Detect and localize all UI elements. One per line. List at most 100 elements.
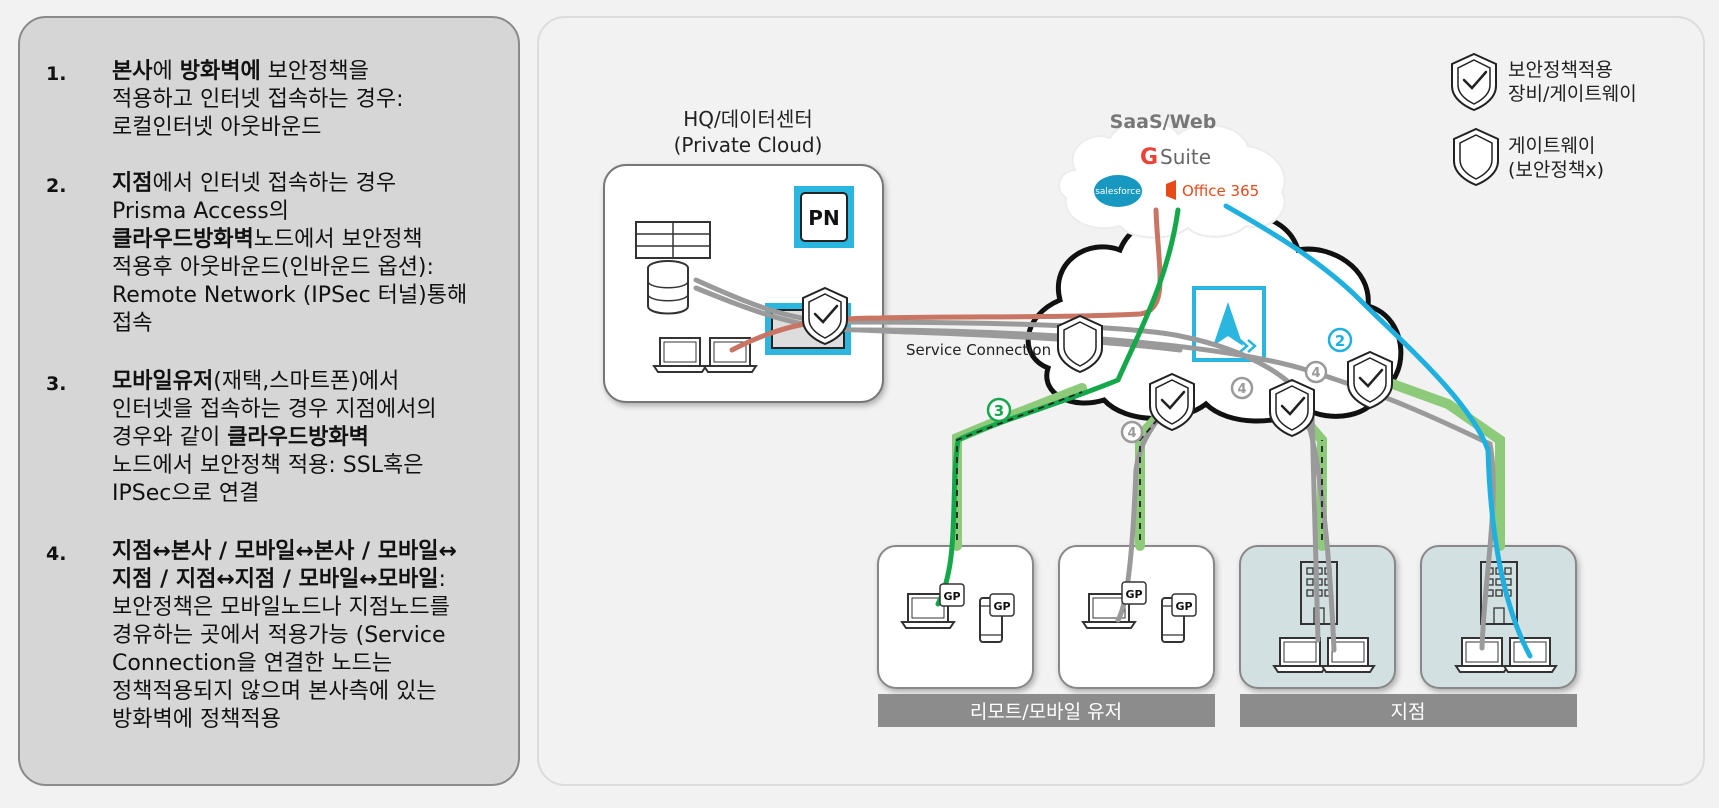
pn-badge: PN [794, 186, 854, 248]
mobile-secure-shield-icon [1149, 373, 1195, 431]
text: 노드에서 보안정책 적용: SSL혹은 [112, 453, 424, 478]
gp-badge: GP [939, 583, 965, 607]
list-line: 접속 [112, 310, 522, 338]
list-line: 방화벽에 정책적용 [112, 706, 522, 734]
list-text: 지점↔본사 / 모바일↔본사 / 모바일↔지점 / 지점↔지점 / 모바일↔모바… [112, 538, 522, 734]
branch-label: 지점 [1391, 701, 1426, 723]
bold-text: 클라우드방화벽 [227, 425, 369, 450]
svg-text:4: 4 [1127, 426, 1136, 441]
list-line: 경유하는 곳에서 적용가능 (Service [112, 622, 522, 650]
gsuite-logo-g: G [1140, 145, 1158, 170]
text: 노드에서 보안정책 [253, 227, 423, 252]
bold-text: 방화벽에 [179, 59, 261, 84]
list-line: Prisma Access의 [112, 198, 522, 226]
marker-4: 4 [1230, 376, 1254, 400]
list-line: 로컬인터넷 아웃바운드 [112, 114, 522, 142]
list-line: Remote Network (IPSec 터널)통해 [112, 282, 522, 310]
text: 에 [152, 59, 180, 84]
list-number: 3. [46, 373, 67, 395]
text: IPSec으로 연결 [112, 481, 260, 506]
list-line: 정책적용되지 않으며 본사측에 있는 [112, 678, 522, 706]
gp-badge: GP [989, 593, 1015, 617]
marker-2: 2 [1327, 327, 1353, 353]
svg-text:4: 4 [1237, 382, 1246, 397]
marker-4: 4 [1120, 420, 1144, 444]
marker-4: 4 [1304, 360, 1328, 384]
checkmarks [813, 304, 1384, 416]
list-line: 노드에서 보안정책 적용: SSL혹은 [112, 452, 522, 480]
list-line: 보안정책은 모바일노드나 지점노드를 [112, 594, 522, 622]
legend-gateway-label: 게이트웨이 [1508, 135, 1595, 157]
svg-text:3: 3 [994, 402, 1004, 420]
svg-text:GP: GP [1175, 600, 1192, 613]
remote-label: 리모트/모바일 유저 [970, 701, 1122, 723]
legend-secure-label: 장비/게이트웨이 [1508, 83, 1637, 105]
office365-logo: Office 365 [1166, 180, 1259, 200]
salesforce-logo: salesforce [1094, 175, 1142, 207]
text: Connection을 연결한 노드는 [112, 651, 393, 676]
text: 경유하는 곳에서 적용가능 (Service [112, 623, 446, 648]
text: 정책적용되지 않으며 본사측에 있는 [112, 679, 437, 704]
legend-secure-label: 보안정책적용 [1508, 59, 1613, 81]
svg-text:GP: GP [993, 600, 1010, 613]
remote-user-box-2 [1058, 545, 1215, 689]
svg-text:GP: GP [943, 590, 960, 603]
green-dashed-path [956, 391, 1083, 540]
text: (재택,스마트폰)에서 [213, 369, 400, 394]
list-line: 적용후 아웃바운드(인바운드 옵션): [112, 254, 522, 282]
server-rack-icon [635, 221, 711, 259]
list-line: 모바일유저(재택,스마트폰)에서 [112, 368, 522, 396]
branch-to-saas-path [1223, 203, 1533, 659]
list-line: Connection을 연결한 노드는 [112, 650, 522, 678]
text: 적용후 아웃바운드(인바운드 옵션): [112, 255, 434, 280]
pn-label: PN [808, 206, 839, 230]
text: 인터넷을 접속하는 경우 지점에서의 [112, 397, 437, 422]
text: 방화벽에 정책적용 [112, 707, 281, 732]
text: 에서 인터넷 접속하는 경우 [152, 171, 397, 196]
branch-secure-shield-icon [1347, 351, 1393, 409]
svg-text:GP: GP [1125, 588, 1142, 601]
bold-text: 지점↔본사 / 모바일↔본사 / 모바일↔ [112, 539, 457, 564]
legend-secure-shield-icon [1451, 53, 1497, 111]
marker-3: 3 [986, 397, 1012, 423]
list-line: 클라우드방화벽노드에서 보안정책 [112, 226, 522, 254]
branch-label-bar [1240, 694, 1577, 727]
list-line: 지점에서 인터넷 접속하는 경우 [112, 170, 522, 198]
list-line: IPSec으로 연결 [112, 480, 522, 508]
service-connection-label: Service Connection [906, 341, 1051, 359]
list-line: 본사에 방화벽에 보안정책을 [112, 58, 522, 86]
gateway-shield-icon [1057, 315, 1103, 373]
text: 보안정책은 모바일노드나 지점노드를 [112, 595, 450, 620]
bold-text: 지점 / 지점↔지점 / 모바일↔모바일 [112, 567, 439, 592]
text: 접속 [112, 311, 153, 336]
gp-badge: GP [1121, 581, 1147, 605]
text: Remote Network (IPSec 터널)통해 [112, 283, 468, 308]
hq-subtitle: (Private Cloud) [674, 133, 823, 157]
list-number: 1. [46, 63, 67, 85]
gp-badge: GP [1171, 593, 1197, 617]
legend-gateway-shield-icon [1453, 128, 1499, 186]
bold-text: 클라우드방화벽 [112, 227, 254, 252]
gsuite-logo: Suite [1160, 145, 1211, 169]
legend-gateway-label: (보안정책x) [1508, 159, 1604, 181]
remote-user-box-1 [877, 545, 1034, 689]
list-line: 지점 / 지점↔지점 / 모바일↔모바일: [112, 566, 522, 594]
branch-laptop-icon [1273, 637, 1327, 673]
text: 적용하고 인터넷 접속하는 경우: [112, 87, 404, 112]
hq-laptop-icon [653, 337, 707, 373]
office365-label: Office 365 [1182, 182, 1259, 200]
remote-label-bar [878, 694, 1215, 727]
database-icon [647, 260, 689, 315]
legend-check-icon [1462, 70, 1488, 90]
bold-text: 본사 [112, 59, 153, 84]
list-number: 2. [46, 175, 67, 197]
text: 보안정책을 [260, 59, 369, 84]
branch-secure-shield-icon [1269, 379, 1315, 437]
salesforce-label: salesforce [1095, 187, 1141, 197]
bold-text: 지점 [112, 171, 153, 196]
